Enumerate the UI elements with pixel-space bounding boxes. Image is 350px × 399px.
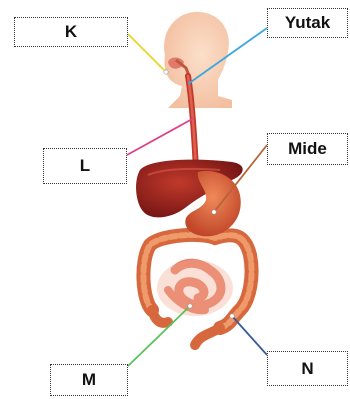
large-intestine bbox=[136, 227, 259, 350]
pointer-dot-k bbox=[163, 69, 169, 75]
pointer-dot-m bbox=[187, 303, 193, 309]
head-silhouette bbox=[164, 11, 232, 108]
pointer-line-mide bbox=[213, 144, 268, 213]
pointer-dot-n bbox=[229, 313, 235, 319]
label-text-yutak: Yutak bbox=[284, 13, 331, 32]
label-box-m: M bbox=[50, 364, 128, 396]
label-box-n: N bbox=[267, 351, 348, 386]
label-text-mide: Mide bbox=[288, 139, 327, 158]
pointer-line-l bbox=[126, 117, 195, 156]
pointer-line-n bbox=[231, 315, 268, 356]
label-text-n: N bbox=[301, 358, 314, 378]
label-text-k: K bbox=[64, 22, 78, 41]
label-box-mide: Mide bbox=[267, 133, 348, 165]
pointer-line-yutak bbox=[187, 27, 268, 85]
label-box-k: K bbox=[14, 17, 128, 47]
pointer-line-m bbox=[127, 305, 191, 367]
label-text-l: L bbox=[79, 156, 91, 175]
small-intestine bbox=[157, 258, 233, 316]
label-box-l: L bbox=[43, 148, 127, 184]
label-box-yutak: Yutak bbox=[267, 8, 348, 38]
pointer-dot-mide bbox=[211, 209, 217, 215]
pointer-line-k bbox=[127, 33, 167, 73]
label-text-m: M bbox=[81, 370, 97, 389]
stomach bbox=[185, 170, 241, 237]
